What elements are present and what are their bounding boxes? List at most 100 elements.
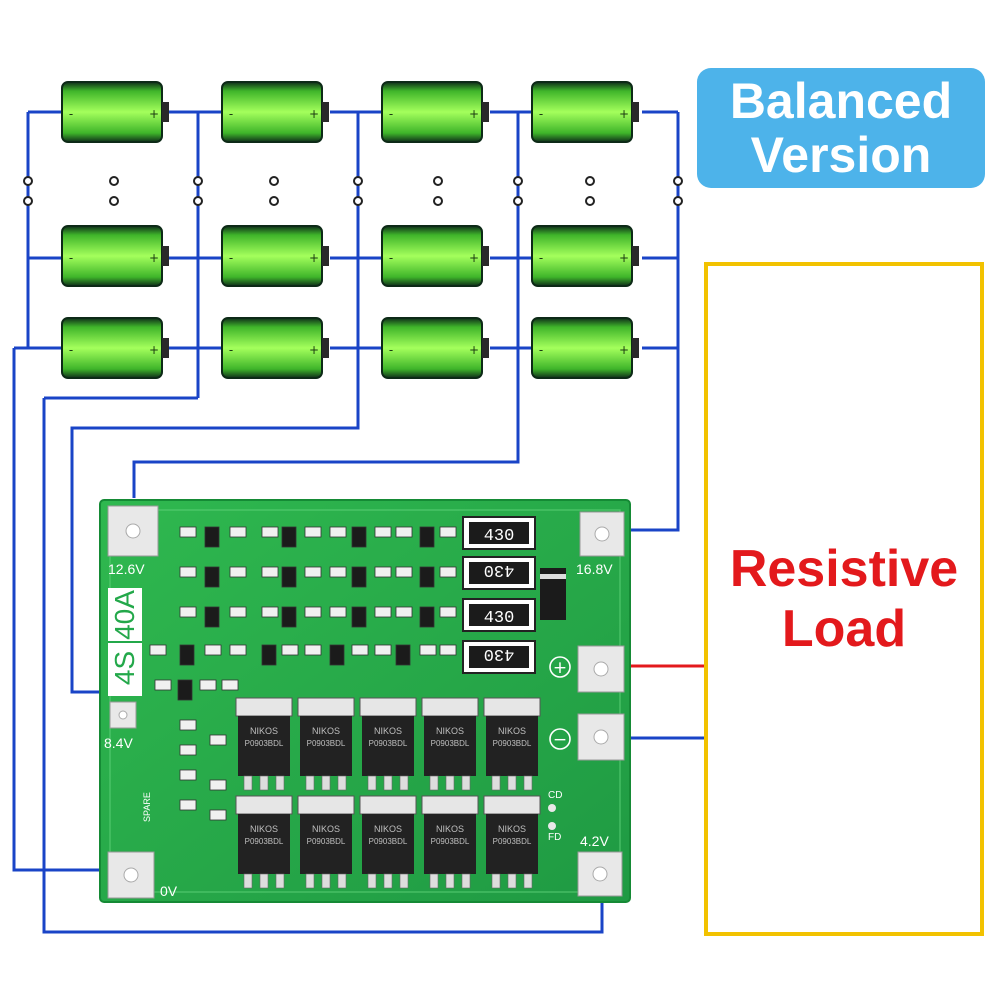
battery-minus-mark: - <box>69 107 73 121</box>
mosfet-part: P0903BDL <box>307 837 346 846</box>
mosfet: NIKOS P0903BDL <box>421 697 479 791</box>
smd-component <box>419 606 435 628</box>
pad-12-6v <box>107 505 159 557</box>
mosfet-array: NIKOS P0903BDL NIKOS P0903BDL NIKOS P0903BDL N… <box>235 697 541 889</box>
battery-plus-mark: + <box>619 107 629 121</box>
battery-plus-mark: + <box>469 107 479 121</box>
mosfet-part: P0903BDL <box>493 837 532 846</box>
lead-8-4v <box>44 348 200 400</box>
lead-main-negative <box>12 348 120 872</box>
smd-component <box>229 644 247 656</box>
battery-minus-mark: - <box>389 343 393 357</box>
smd-component <box>304 644 322 656</box>
badge-line-1: Balanced <box>729 73 953 129</box>
battery-cell: +- <box>381 317 489 379</box>
pad-0v <box>107 851 155 899</box>
mosfet-part: P0903BDL <box>369 837 408 846</box>
mosfet-part: P0903BDL <box>245 739 284 748</box>
lead-4-2v <box>42 398 604 934</box>
pad-16-8v <box>579 511 625 557</box>
battery-grid: +-+-+-+-+-+-+-+-+-+-+-+- <box>61 81 639 379</box>
smd-component <box>209 779 227 791</box>
battery-minus-mark: - <box>389 251 393 265</box>
label-4-2v: 4.2V <box>580 833 609 849</box>
smd-component <box>179 719 197 731</box>
smd-component <box>179 744 197 756</box>
terminal-labels: 12.6V 16.8V 8.4V 0V 4.2V CD FD SPARE <box>104 561 613 899</box>
battery-cell: +- <box>61 81 169 143</box>
smd-component <box>351 644 369 656</box>
smd-component <box>439 644 457 656</box>
resistor-label-2: 430 <box>484 560 515 579</box>
mosfet-brand: NIKOS <box>436 726 464 736</box>
battery-cell: +- <box>381 81 489 143</box>
smd-component <box>179 566 197 578</box>
mosfet-part: P0903BDL <box>493 739 532 748</box>
smd-component <box>179 644 195 666</box>
smd-component <box>179 606 197 618</box>
pad-8-4v <box>109 701 137 729</box>
label-0v: 0V <box>160 883 178 899</box>
smd-component <box>204 644 222 656</box>
battery-plus-mark: + <box>149 251 159 265</box>
battery-minus-mark: - <box>229 343 233 357</box>
smd-component <box>261 644 277 666</box>
smd-component <box>439 606 457 618</box>
label-cd: CD <box>548 790 562 801</box>
battery-minus-mark: - <box>229 251 233 265</box>
label-8-4v: 8.4V <box>104 735 133 751</box>
battery-minus-mark: - <box>389 107 393 121</box>
pad-4-2v <box>577 851 623 897</box>
test-pad-cd <box>548 804 556 812</box>
battery-cell: +- <box>381 225 489 287</box>
battery-cell: +- <box>61 225 169 287</box>
smd-component <box>261 566 279 578</box>
smd-component <box>177 679 193 701</box>
resistive-load-box: Resistive Load <box>704 262 984 936</box>
label-fd: FD <box>548 832 561 843</box>
mosfet: NIKOS P0903BDL <box>359 795 417 889</box>
smd-component <box>179 799 197 811</box>
battery-plus-mark: + <box>469 251 479 265</box>
minus-symbol-ring <box>549 728 571 750</box>
smd-component <box>329 606 347 618</box>
cell-config-label: 4S <box>109 651 140 685</box>
smd-component <box>395 606 413 618</box>
smd-component <box>374 566 392 578</box>
resistor-label-1: 430 <box>484 527 515 546</box>
battery-plus-mark: + <box>619 343 629 357</box>
smd-component <box>179 526 197 538</box>
mosfet-brand: NIKOS <box>498 726 526 736</box>
battery-plus-mark: + <box>309 343 319 357</box>
plus-symbol-ring <box>549 656 571 678</box>
battery-minus-mark: - <box>539 343 543 357</box>
smd-component <box>304 566 322 578</box>
pad-load-negative <box>577 713 625 761</box>
smd-component <box>329 566 347 578</box>
smd-component <box>281 566 297 588</box>
mosfet-part: P0903BDL <box>245 837 284 846</box>
load-label-line-2: Load <box>781 600 907 658</box>
plus-symbol: + <box>553 658 567 678</box>
lead-12-6v <box>132 348 520 498</box>
lead-16-8v <box>624 348 680 532</box>
smd-component <box>229 566 247 578</box>
test-pad-fd <box>548 822 556 830</box>
mosfet-brand: NIKOS <box>374 824 402 834</box>
mosfet-part: P0903BDL <box>431 739 470 748</box>
badge-line-2: Version <box>750 127 932 183</box>
resistor-3: 430 <box>462 598 536 632</box>
battery-plus-mark: + <box>149 343 159 357</box>
smd-component <box>261 606 279 618</box>
smd-component <box>179 769 197 781</box>
battery-cell: +- <box>531 317 639 379</box>
smd-component <box>204 526 220 548</box>
mosfet-brand: NIKOS <box>312 726 340 736</box>
smd-component <box>329 644 345 666</box>
smd-component <box>204 566 220 588</box>
smd-component <box>419 644 437 656</box>
